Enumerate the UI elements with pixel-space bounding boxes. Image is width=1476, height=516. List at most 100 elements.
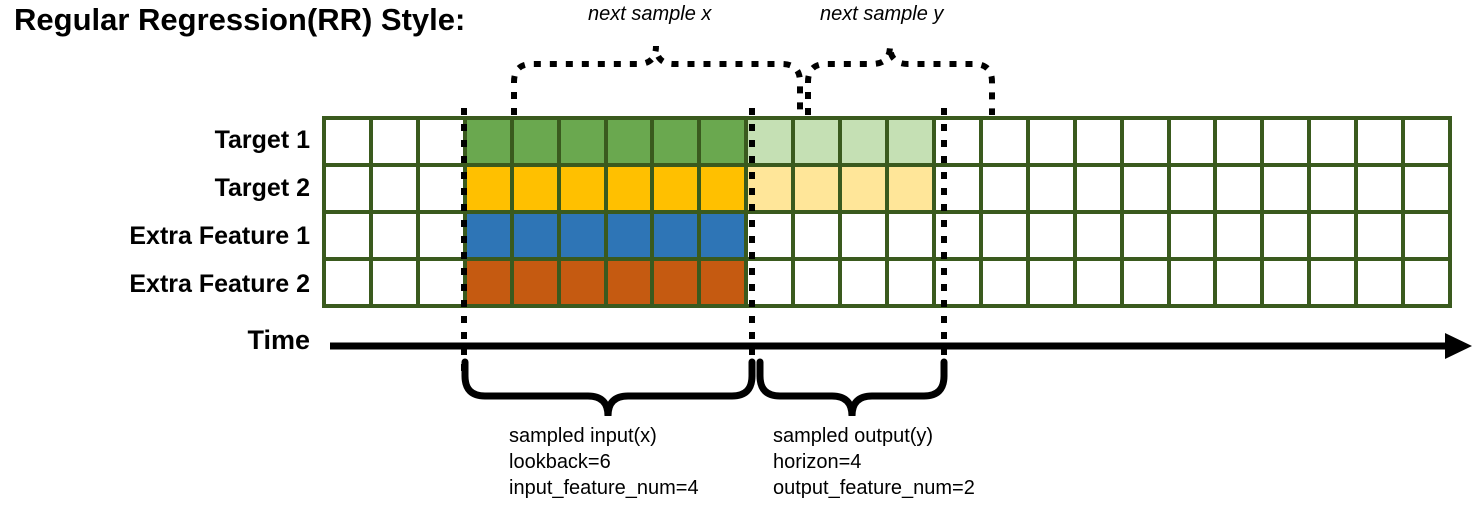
grid-cell-r1-c19 (1170, 120, 1214, 163)
grid-cell-r3-c24 (1405, 214, 1448, 257)
grid-cell-r1-c13 (889, 120, 932, 163)
grid-cell-r3-c16 (1029, 214, 1073, 257)
caption-input-line-3: input_feature_num=4 (509, 477, 699, 499)
grid-cell-r1-c10 (748, 120, 792, 163)
grid-cell-r3-c4 (466, 214, 510, 257)
grid-cell-r2-c8 (654, 167, 698, 210)
grid-cell-r2-c24 (1405, 167, 1448, 210)
grid-cell-r3-c6 (560, 214, 604, 257)
page-title: Regular Regression(RR) Style: (14, 2, 466, 37)
grid-cell-r4-c15 (982, 261, 1026, 304)
grid-cell-r3-c12 (842, 214, 885, 257)
grid-cell-r1-c12 (842, 120, 885, 163)
grid-cell-r2-c22 (1311, 167, 1355, 210)
grid-cell-r3-c5 (513, 214, 557, 257)
grid-cell-r3-c14 (935, 214, 979, 257)
grid-cell-r2-c3 (419, 167, 463, 210)
grid-cell-r1-c3 (419, 120, 463, 163)
grid-cell-r3-c3 (419, 214, 463, 257)
grid-cell-r1-c11 (795, 120, 839, 163)
grid-cell-r2-c16 (1029, 167, 1073, 210)
time-axis-label: Time (247, 325, 310, 355)
grid-cell-r4-c10 (748, 261, 792, 304)
grid-cell-r1-c22 (1311, 120, 1355, 163)
row-label-extra-feature-1: Extra Feature 1 (129, 222, 310, 250)
row-label-target-1: Target 1 (214, 126, 310, 154)
grid-cell-r1-c7 (607, 120, 651, 163)
grid-cell-r2-c23 (1358, 167, 1402, 210)
caption-output-line-3: output_feature_num=2 (773, 477, 975, 499)
grid-cell-r4-c16 (1029, 261, 1073, 304)
grid-cell-r1-c24 (1405, 120, 1448, 163)
grid-cell-r2-c12 (842, 167, 885, 210)
grid-cell-r2-c1 (326, 167, 369, 210)
grid-cell-r4-c11 (795, 261, 839, 304)
grid-cell-r4-c7 (607, 261, 651, 304)
grid-cell-r3-c18 (1123, 214, 1167, 257)
grid-cell-r2-c19 (1170, 167, 1214, 210)
grid-cell-r4-c18 (1123, 261, 1167, 304)
grid-cell-r4-c4 (466, 261, 510, 304)
grid-cell-r3-c17 (1076, 214, 1120, 257)
caption-output-line-2: horizon=4 (773, 451, 862, 473)
brace-sampled-output (756, 358, 948, 417)
grid-cell-r2-c9 (701, 167, 745, 210)
grid-cell-r3-c22 (1311, 214, 1355, 257)
annotation-next-sample-x: next sample x (588, 3, 712, 25)
grid-cell-r2-c6 (560, 167, 604, 210)
grid-cell-r2-c7 (607, 167, 651, 210)
grid-cell-r2-c20 (1217, 167, 1261, 210)
grid-cell-r1-c5 (513, 120, 557, 163)
grid-cell-r4-c21 (1264, 261, 1308, 304)
brace-next-sample-x (511, 45, 803, 115)
caption-sampled-output: sampled output(y) horizon=4 output_featu… (773, 423, 975, 501)
grid-cell-r1-c21 (1264, 120, 1308, 163)
grid-cell-r4-c6 (560, 261, 604, 304)
grid-cell-r3-c9 (701, 214, 745, 257)
grid-cell-r4-c2 (372, 261, 416, 304)
grid-cell-r2-c2 (372, 167, 416, 210)
grid-cell-r4-c23 (1358, 261, 1402, 304)
brace-next-sample-y (805, 45, 995, 115)
grid-cell-r2-c18 (1123, 167, 1167, 210)
grid-cell-r4-c17 (1076, 261, 1120, 304)
annotation-next-sample-y: next sample y (820, 3, 944, 25)
grid-cell-r2-c13 (889, 167, 932, 210)
grid-cell-r4-c5 (513, 261, 557, 304)
brace-sampled-input (461, 358, 756, 417)
grid-cell-r3-c19 (1170, 214, 1214, 257)
grid-cell-r2-c5 (513, 167, 557, 210)
grid-cell-r1-c23 (1358, 120, 1402, 163)
grid-cell-r2-c11 (795, 167, 839, 210)
grid-cell-r3-c1 (326, 214, 369, 257)
grid-cell-r4-c22 (1311, 261, 1355, 304)
time-arrow-icon (330, 333, 1472, 359)
row-label-target-2: Target 2 (214, 174, 310, 202)
grid-cell-r4-c19 (1170, 261, 1214, 304)
grid-cell-r1-c1 (326, 120, 369, 163)
grid-cell-r2-c15 (982, 167, 1026, 210)
row-label-extra-feature-2: Extra Feature 2 (129, 270, 310, 298)
grid-cell-r4-c3 (419, 261, 463, 304)
grid-cell-r3-c21 (1264, 214, 1308, 257)
grid-cell-r3-c13 (889, 214, 932, 257)
grid-cell-r3-c7 (607, 214, 651, 257)
grid-cell-r1-c4 (466, 120, 510, 163)
grid-cell-r4-c13 (889, 261, 932, 304)
row-label-column: Target 1 Target 2 Extra Feature 1 Extra … (0, 116, 310, 308)
grid-cell-r1-c6 (560, 120, 604, 163)
grid-cell-r4-c12 (842, 261, 885, 304)
grid-cell-r1-c14 (935, 120, 979, 163)
grid-cell-r2-c10 (748, 167, 792, 210)
grid-cell-r3-c2 (372, 214, 416, 257)
grid-cell-r3-c11 (795, 214, 839, 257)
grid-cell-r2-c21 (1264, 167, 1308, 210)
grid-cell-r2-c14 (935, 167, 979, 210)
grid-cell-r4-c8 (654, 261, 698, 304)
grid-cell-r1-c16 (1029, 120, 1073, 163)
grid-cell-r4-c14 (935, 261, 979, 304)
grid-cell-r1-c20 (1217, 120, 1261, 163)
timeline-grid (322, 116, 1452, 308)
grid-cell-r1-c9 (701, 120, 745, 163)
grid-cell-r4-c9 (701, 261, 745, 304)
